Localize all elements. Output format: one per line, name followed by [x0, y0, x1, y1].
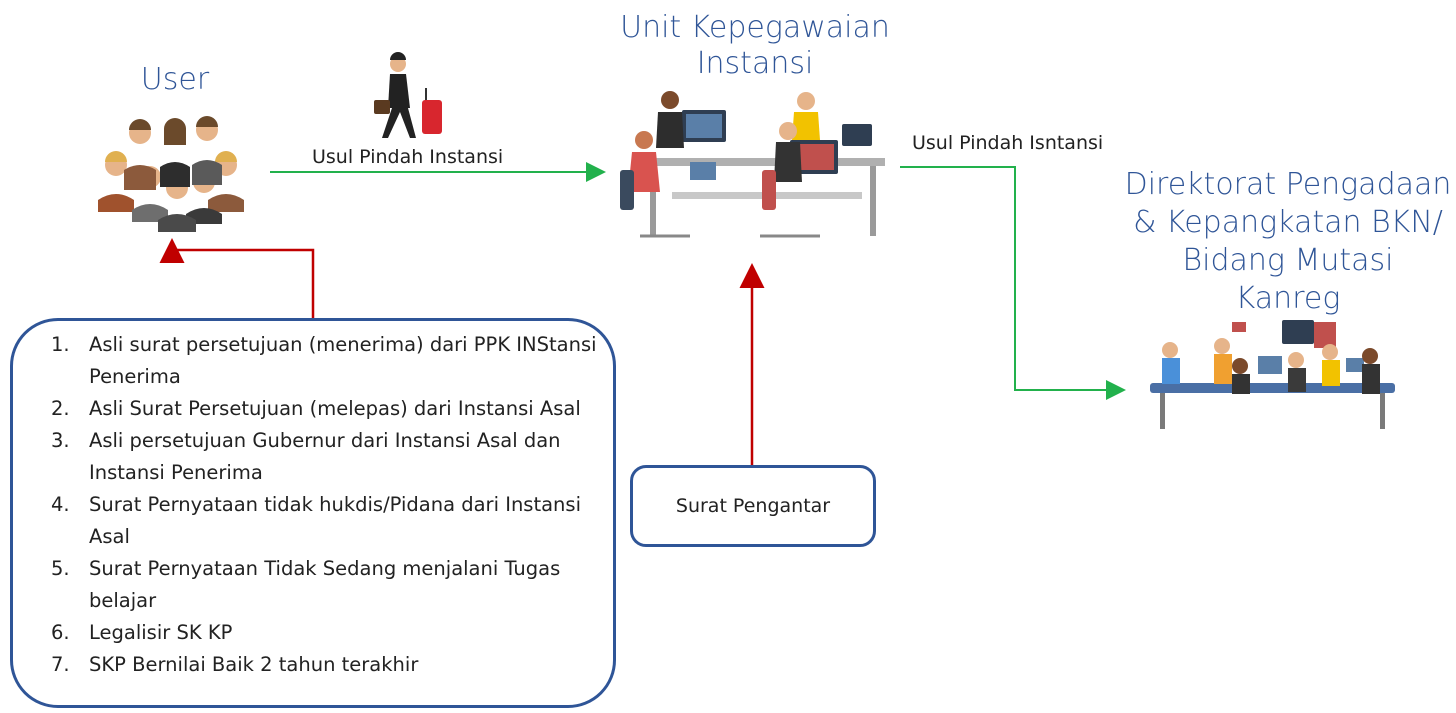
surat-pengantar-label: Surat Pengantar — [675, 495, 831, 517]
list-item-text: Asli surat persetujuan (menerima) dari P… — [89, 333, 597, 388]
direktorat-node-title: Direktorat Pengadaan & Kepangkatan BKN/ … — [1120, 166, 1456, 318]
list-item: 6. Legalisir SK KP — [51, 617, 611, 649]
direktorat-title-line3: Bidang Mutasi — [1182, 243, 1394, 279]
arrow-unit-to-direktorat — [900, 166, 1126, 400]
surat-pengantar-box: Surat Pengantar — [630, 465, 876, 547]
edge-label-unit-to-direktorat: Usul Pindah Isntansi — [912, 132, 1104, 154]
list-item: 4. Surat Pernyataan tidak hukdis/Pidana d… — [51, 489, 611, 553]
unit-title-line2: Instansi — [696, 46, 814, 81]
list-item-number: 5. — [51, 557, 70, 580]
direktorat-title-line4: Kanreg — [1235, 281, 1341, 317]
list-item: 2. Asli Surat Persetujuan (melepas) dari … — [51, 393, 611, 425]
direktorat-title-line2: & Kepangkatan BKN/ — [1133, 205, 1443, 241]
unit-title-line1: Unit Kepegawaian — [620, 10, 890, 45]
team-workers-icon — [1150, 320, 1395, 429]
user-node-title: User — [140, 62, 210, 97]
list-item-text: Surat Pernyataan tidak hukdis/Pidana dar… — [89, 493, 581, 548]
list-item: 5. Surat Pernyataan Tidak Sedang menjalan… — [51, 553, 611, 617]
list-item: 7. SKP Bernilai Baik 2 tahun terakhir — [51, 649, 611, 681]
unit-node-title: Unit Kepegawaian Instansi — [600, 10, 910, 82]
list-item-number: 7. — [51, 653, 70, 676]
list-item-number: 3. — [51, 429, 70, 452]
traveler-icon — [374, 52, 442, 138]
list-item-number: 4. — [51, 493, 70, 516]
arrow-requirements-to-user — [159, 238, 315, 318]
list-item-text: Legalisir SK KP — [89, 621, 233, 644]
list-item-text: SKP Bernilai Baik 2 tahun terakhir — [89, 653, 419, 676]
edge-label-user-to-unit: Usul Pindah Instansi — [312, 146, 504, 168]
list-item: 3. Asli persetujuan Gubernur dari Instans… — [51, 425, 611, 489]
list-item-number: 1. — [51, 333, 70, 356]
direktorat-title-line1: Direktorat Pengadaan — [1124, 167, 1452, 202]
list-item-text: Asli persetujuan Gubernur dari Instansi … — [89, 429, 561, 484]
list-item-number: 2. — [51, 397, 70, 420]
office-workers-icon — [620, 91, 885, 238]
list-item-number: 6. — [51, 621, 70, 644]
list-item-text: Asli Surat Persetujuan (melepas) dari In… — [89, 397, 581, 420]
list-item: 1. Asli surat persetujuan (menerima) dari… — [51, 329, 611, 393]
requirements-list: 1. Asli surat persetujuan (menerima) dari… — [51, 329, 611, 681]
user-group-icon — [98, 116, 244, 232]
list-item-text: Surat Pernyataan Tidak Sedang menjalani … — [89, 557, 561, 612]
requirements-box: 1. Asli surat persetujuan (menerima) dari… — [10, 318, 616, 708]
